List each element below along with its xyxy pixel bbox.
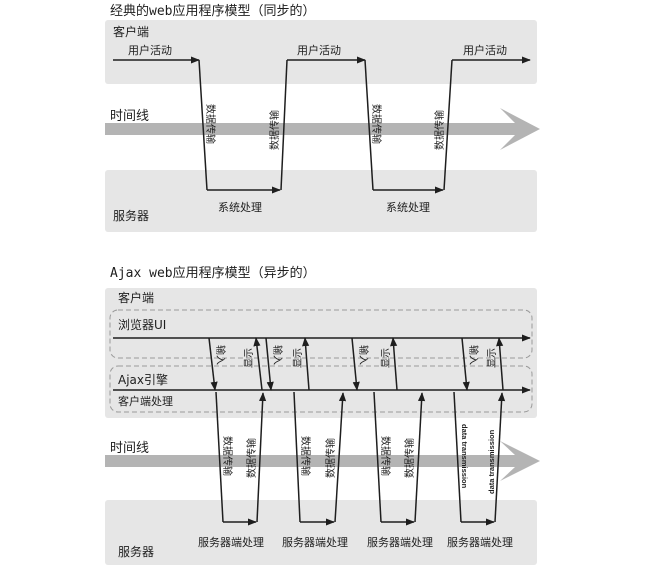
display-label: 显示 bbox=[380, 348, 392, 368]
classic-data-transfer-label: 数据传输 bbox=[204, 104, 217, 144]
classic-system-processing-label: 系统处理 bbox=[386, 201, 430, 214]
server-processing-label: 服务器端处理 bbox=[282, 536, 348, 549]
ajax-data-transfer-label: 数据传输 bbox=[245, 438, 258, 478]
data-transmission-label: data transmission bbox=[460, 424, 469, 489]
display-arrow bbox=[302, 337, 310, 391]
display-label: 显示 bbox=[486, 348, 498, 368]
display-label: 显示 bbox=[292, 348, 304, 368]
ajax-client-label: 客户端 bbox=[118, 290, 154, 305]
classic-timeline-label: 时间线 bbox=[110, 109, 149, 124]
display-arrow bbox=[390, 337, 398, 391]
classic-system-processing-label: 系统处理 bbox=[218, 201, 262, 214]
request-line bbox=[373, 391, 382, 523]
response-line bbox=[494, 392, 506, 523]
browser-ui-box bbox=[109, 309, 533, 359]
display-arrow bbox=[496, 337, 504, 391]
input-arrow bbox=[265, 337, 274, 391]
input-label: 输入 bbox=[214, 345, 227, 365]
ajax-title: Ajax web应用程序模型（异步的） bbox=[110, 265, 316, 281]
server-processing-label: 服务器端处理 bbox=[367, 536, 433, 549]
input-label: 输入 bbox=[357, 345, 370, 365]
ajax-timeline-label: 时间线 bbox=[110, 441, 149, 456]
client-processing-label: 客户端处理 bbox=[118, 394, 173, 408]
response-line bbox=[334, 392, 347, 523]
response-line bbox=[414, 392, 426, 523]
classic-server-panel bbox=[105, 170, 537, 232]
server-processing-label: 服务器端处理 bbox=[447, 536, 513, 549]
input-arrow bbox=[461, 337, 470, 391]
ajax-data-transfer-label: 数据传输 bbox=[379, 436, 392, 476]
classic-response-line bbox=[280, 59, 288, 191]
request-line bbox=[293, 391, 301, 523]
ajax-engine-box bbox=[109, 365, 533, 413]
input-arrow bbox=[351, 337, 360, 391]
classic-data-transfer-label: 数据传输 bbox=[370, 104, 383, 144]
server-processing-label: 服务器端处理 bbox=[198, 536, 264, 549]
classic-request-line bbox=[364, 59, 374, 191]
classic-user-activity-label: 用户活动 bbox=[128, 43, 172, 57]
request-line bbox=[215, 391, 224, 523]
ajax-server-label: 服务器 bbox=[118, 544, 154, 559]
classic-data-transfer-label: 数据传输 bbox=[268, 110, 281, 150]
input-arrow bbox=[208, 337, 218, 391]
ajax-engine-label: Ajax引擎 bbox=[118, 372, 168, 387]
classic-client-label: 客户端 bbox=[113, 24, 149, 39]
classic-client-panel bbox=[105, 20, 537, 84]
browser-ui-label: 浏览器UI bbox=[118, 317, 166, 332]
request-line bbox=[453, 391, 462, 523]
response-line bbox=[256, 392, 267, 523]
ajax-data-transfer-label: 数据传输 bbox=[221, 436, 234, 476]
data-transmission-label: data transmission bbox=[487, 429, 496, 494]
ajax-data-transfer-label: 数据传输 bbox=[299, 436, 312, 476]
classic-title: 经典的web应用程序模型（同步的） bbox=[110, 3, 315, 19]
classic-user-activity-label: 用户活动 bbox=[297, 43, 341, 57]
classic-request-line bbox=[198, 59, 208, 191]
input-label: 输入 bbox=[467, 345, 480, 365]
input-label: 输入 bbox=[271, 345, 284, 365]
ajax-data-transfer-label: 数据传输 bbox=[403, 438, 416, 478]
ajax-server-panel bbox=[105, 500, 537, 565]
display-arrow bbox=[253, 337, 263, 391]
ajax-timeline-arrow bbox=[105, 441, 540, 481]
ajax-data-transfer-label: 数据传输 bbox=[324, 438, 337, 478]
classic-user-activity-label: 用户活动 bbox=[463, 43, 507, 57]
display-label: 显示 bbox=[243, 348, 255, 368]
classic-data-transfer-label: 数据传输 bbox=[433, 110, 446, 150]
classic-timeline-arrow bbox=[105, 108, 540, 150]
classic-server-label: 服务器 bbox=[113, 208, 149, 223]
classic-response-line bbox=[443, 59, 453, 191]
